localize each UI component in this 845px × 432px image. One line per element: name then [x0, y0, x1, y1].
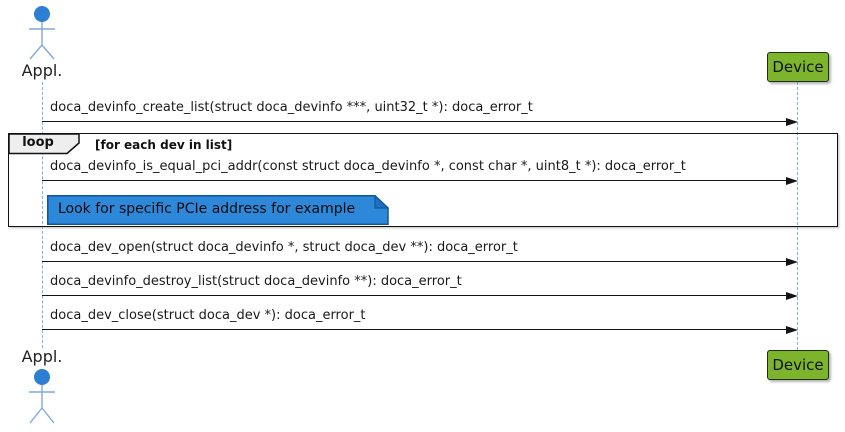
- participant-device-bottom-label: Device: [772, 356, 824, 374]
- message-create-list: doca_devinfo_create_list(struct doca_dev…: [42, 100, 798, 126]
- message-line: [42, 295, 788, 296]
- loop-operator-label: loop: [22, 135, 54, 150]
- loop-frame: loop [for each dev in list]: [8, 133, 838, 227]
- message-label: doca_devinfo_create_list(struct doca_dev…: [50, 100, 533, 115]
- note-text: Look for specific PCIe address for examp…: [58, 201, 356, 217]
- arrowhead-icon: [786, 176, 798, 185]
- message-line: [42, 180, 788, 181]
- actor-stick-figure-icon: [29, 369, 55, 424]
- actor-appl-top-label: Appl.: [21, 61, 63, 80]
- participant-device-top-label: Device: [772, 58, 824, 76]
- actor-stick-figure-icon: [29, 6, 55, 60]
- arrowhead-icon: [786, 291, 798, 300]
- arrowhead-icon: [786, 257, 798, 266]
- message-line: [42, 121, 788, 122]
- loop-tab-shape: [8, 133, 80, 155]
- arrowhead-icon: [786, 117, 798, 126]
- message-label: doca_dev_open(struct doca_devinfo *, str…: [50, 240, 518, 255]
- lifeline-appl: [42, 82, 43, 348]
- message-label: doca_devinfo_is_equal_pci_addr(const str…: [50, 159, 686, 174]
- message-is-equal-pci-addr: doca_devinfo_is_equal_pci_addr(const str…: [42, 159, 798, 185]
- message-label: doca_dev_close(struct doca_dev *): doca_…: [50, 308, 366, 323]
- arrowhead-icon: [786, 325, 798, 334]
- actor-appl-bottom-label: Appl.: [21, 347, 63, 366]
- loop-tab: loop: [8, 133, 83, 159]
- message-line: [42, 329, 788, 330]
- message-dev-open: doca_dev_open(struct doca_devinfo *, str…: [42, 240, 798, 266]
- message-label: doca_devinfo_destroy_list(struct doca_de…: [50, 274, 462, 289]
- message-dev-close: doca_dev_close(struct doca_dev *): doca_…: [42, 308, 798, 334]
- actor-appl-top: [20, 2, 64, 64]
- note-pcie-address: Look for specific PCIe address for examp…: [47, 194, 390, 229]
- loop-condition-label: [for each dev in list]: [95, 138, 233, 152]
- message-destroy-list: doca_devinfo_destroy_list(struct doca_de…: [42, 274, 798, 300]
- actor-appl-bottom: [20, 366, 64, 432]
- message-line: [42, 261, 788, 262]
- lifeline-device: [797, 82, 798, 350]
- note-shape: [47, 194, 390, 225]
- participant-device-top: Device: [767, 52, 829, 82]
- participant-device-bottom: Device: [767, 350, 829, 380]
